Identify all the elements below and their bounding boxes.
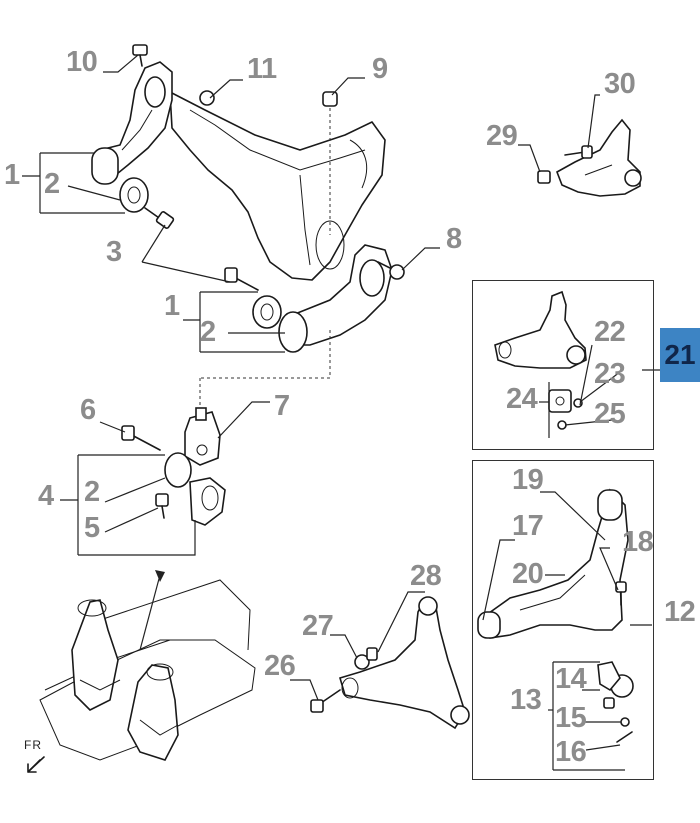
callout-24: 24	[506, 383, 538, 415]
location-arrow-line	[139, 574, 161, 651]
pin-16	[616, 731, 633, 743]
bolt-8	[377, 261, 405, 280]
callout-3: 3	[106, 236, 122, 268]
bolt-26	[310, 689, 341, 713]
nut-11	[199, 90, 215, 106]
callout-28: 28	[410, 560, 442, 592]
nut-29	[537, 170, 551, 184]
bracket-7	[184, 407, 221, 466]
callout-20: 20	[512, 558, 544, 590]
subframe-crossmember	[169, 91, 386, 281]
bushing-stack-4	[164, 452, 226, 526]
nut-27	[354, 654, 370, 670]
callout-18: 18	[622, 526, 654, 558]
callout-7: 7	[274, 390, 290, 422]
bolt-10	[132, 44, 148, 67]
callout-17: 17	[512, 510, 544, 542]
callout-2-upper: 2	[44, 168, 60, 200]
callout-1-upper: 1	[4, 159, 20, 191]
callout-13: 13	[510, 684, 542, 716]
callout-27: 27	[302, 610, 334, 642]
callout-15: 15	[555, 702, 587, 734]
bushing-upper-left	[91, 147, 149, 213]
lower-arm-28	[339, 596, 470, 730]
callout-11: 11	[247, 53, 277, 85]
callout-10: 10	[66, 46, 98, 78]
callout-22: 22	[594, 316, 626, 348]
stud-18	[615, 581, 627, 606]
bolt-3-lower	[224, 267, 259, 291]
callout-2-lower: 2	[200, 316, 216, 348]
callout-2-left: 2	[84, 476, 100, 508]
callout-29: 29	[486, 120, 518, 152]
bolt-3-upper	[144, 207, 175, 229]
callout-6: 6	[80, 394, 96, 426]
bolt-5	[155, 493, 169, 519]
callout-26: 26	[264, 650, 296, 682]
callout-30: 30	[604, 68, 636, 100]
callout-19: 19	[512, 464, 544, 496]
bolt-6	[121, 425, 161, 451]
callout-5: 5	[84, 512, 100, 544]
callout-9: 9	[372, 53, 388, 85]
callout-4: 4	[38, 480, 54, 512]
callout-14: 14	[555, 663, 587, 695]
upper-arm-assembly	[494, 290, 587, 369]
callout-1-lower: 1	[164, 290, 180, 322]
front-arrow-icon	[27, 756, 45, 773]
vehicle-location-view	[39, 579, 256, 761]
nut-9	[322, 91, 338, 107]
upper-arm-30	[556, 118, 642, 197]
ball-joint-14	[597, 661, 634, 709]
leader-lines	[22, 54, 660, 771]
callout-23: 23	[594, 358, 626, 390]
callout-25: 25	[594, 398, 626, 430]
bushing-right-pair	[252, 295, 308, 353]
lower-arm-kit-frame	[472, 460, 654, 780]
bolt-30	[564, 145, 593, 159]
callout-16: 16	[555, 736, 587, 768]
callout-8: 8	[446, 223, 462, 255]
washer-28	[366, 647, 378, 661]
callout-12: 12	[664, 596, 696, 628]
location-arrow-head	[155, 570, 165, 582]
upper-arm-kit-frame	[472, 280, 654, 450]
rear-lower-arm-right	[284, 244, 393, 346]
section-tab[interactable]: 21	[660, 328, 700, 382]
front-direction-label: FR	[24, 738, 42, 752]
